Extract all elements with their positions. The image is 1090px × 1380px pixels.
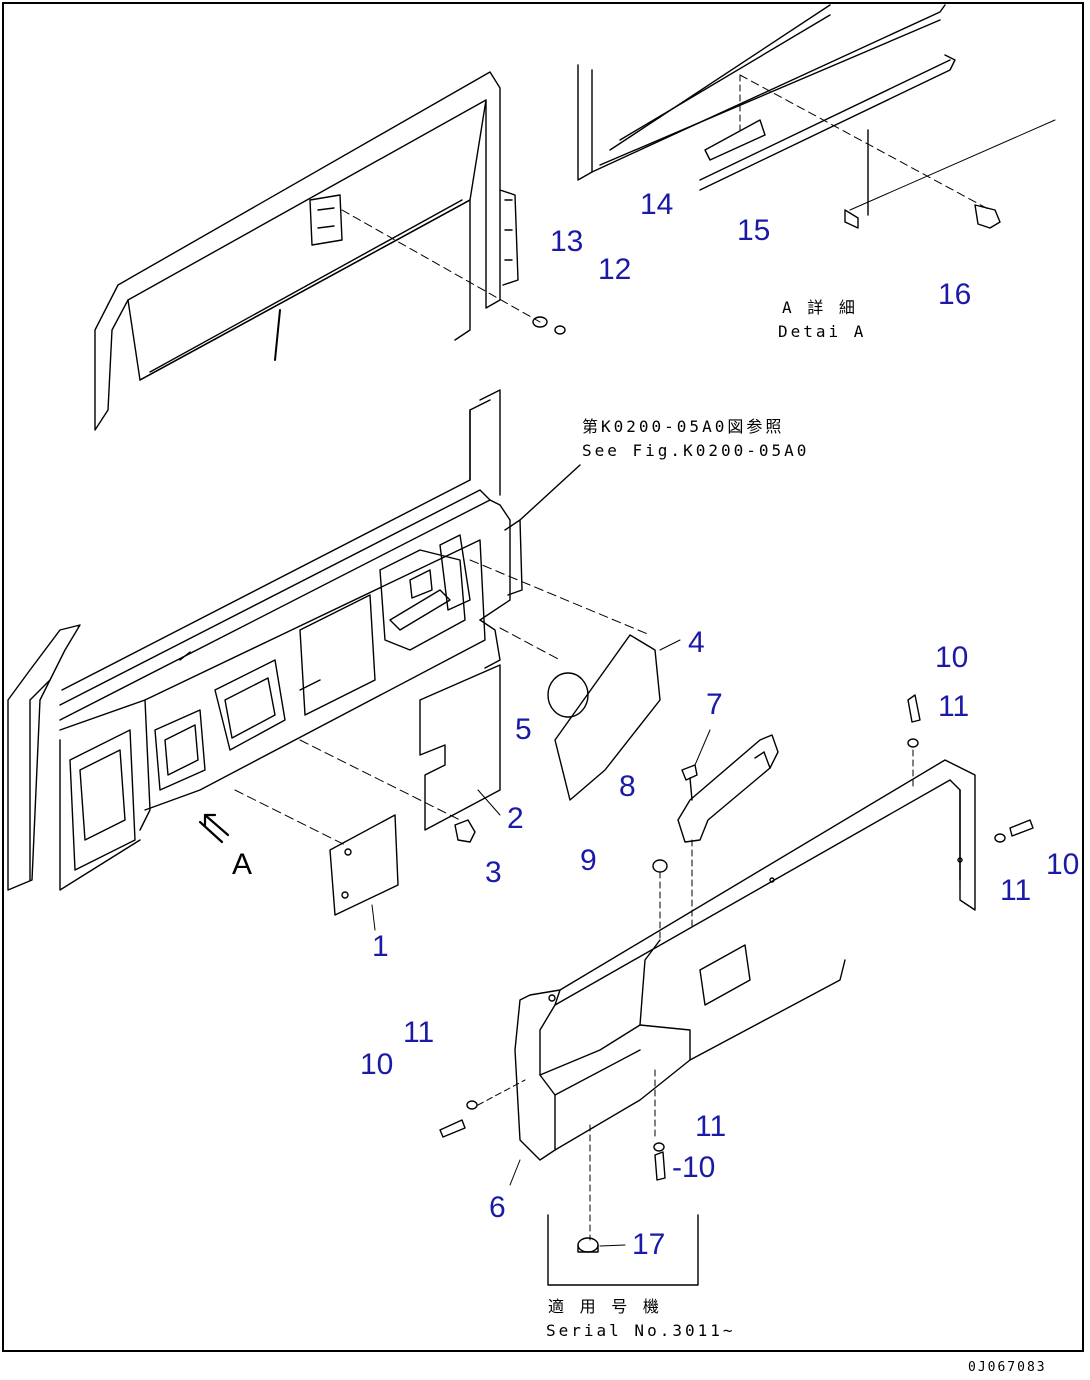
callout-17: 17 bbox=[632, 1228, 666, 1261]
fasteners bbox=[439, 694, 1034, 1181]
part-7-screw bbox=[681, 729, 711, 801]
part-8-handle bbox=[677, 734, 779, 931]
callout-9: 9 bbox=[580, 844, 597, 877]
reference-label-jp: 第K0200-05A0図参照 bbox=[582, 417, 785, 436]
callout-11-top: 11 bbox=[938, 690, 970, 723]
callout-10-left: 10 bbox=[360, 1048, 394, 1081]
callout-10-bottom: -10 bbox=[672, 1151, 716, 1184]
callout-13: 13 bbox=[550, 225, 584, 258]
washer-13-shape bbox=[532, 316, 548, 328]
main-door bbox=[7, 389, 651, 891]
callout-1: 1 bbox=[372, 930, 389, 963]
callout-15: 15 bbox=[737, 214, 771, 247]
detail-a bbox=[577, 4, 1056, 229]
callout-11-right: 11 bbox=[1000, 874, 1032, 907]
callout-8: 8 bbox=[619, 770, 636, 803]
diagram-border bbox=[2, 2, 1084, 1352]
part-2-seal bbox=[419, 664, 501, 831]
callout-11-bottom: 11 bbox=[695, 1110, 727, 1143]
part-4-sheet bbox=[554, 634, 681, 801]
part-9-washer bbox=[652, 859, 668, 941]
callout-10-right: 10 bbox=[1046, 848, 1080, 881]
part-3-clip bbox=[454, 819, 476, 843]
callout-5: 5 bbox=[515, 713, 532, 746]
clip-16-shape bbox=[974, 204, 1001, 229]
serial-label-jp: 適 用 号 機 bbox=[548, 1297, 662, 1316]
callout-6: 6 bbox=[489, 1191, 506, 1224]
part-1-plate bbox=[329, 814, 399, 931]
callout-12: 12 bbox=[598, 253, 632, 286]
part-5-round bbox=[547, 672, 589, 718]
callout-2: 2 bbox=[507, 802, 524, 835]
serial-label-en: Serial No.3011~ bbox=[546, 1321, 736, 1340]
view-arrow-label: A bbox=[232, 848, 253, 881]
callout-11-left: 11 bbox=[403, 1016, 435, 1049]
part-6-trim bbox=[509, 759, 976, 1186]
reference-label-en: See Fig.K0200-05A0 bbox=[582, 441, 810, 460]
callout-7: 7 bbox=[706, 688, 723, 721]
part-17-inset bbox=[547, 1124, 699, 1286]
detail-a-label-jp: A 詳 細 bbox=[782, 298, 858, 317]
callout-16: 16 bbox=[938, 278, 972, 311]
bolt-12-shape bbox=[554, 325, 566, 335]
upper-door-frame bbox=[94, 71, 566, 431]
callout-3: 3 bbox=[485, 856, 502, 889]
drawing-number: 0J067083 bbox=[968, 1360, 1047, 1375]
callout-4: 4 bbox=[688, 626, 705, 659]
callout-10-top: 10 bbox=[935, 641, 969, 674]
callout-14: 14 bbox=[640, 188, 674, 221]
detail-a-label-en: Detai A bbox=[778, 322, 867, 341]
